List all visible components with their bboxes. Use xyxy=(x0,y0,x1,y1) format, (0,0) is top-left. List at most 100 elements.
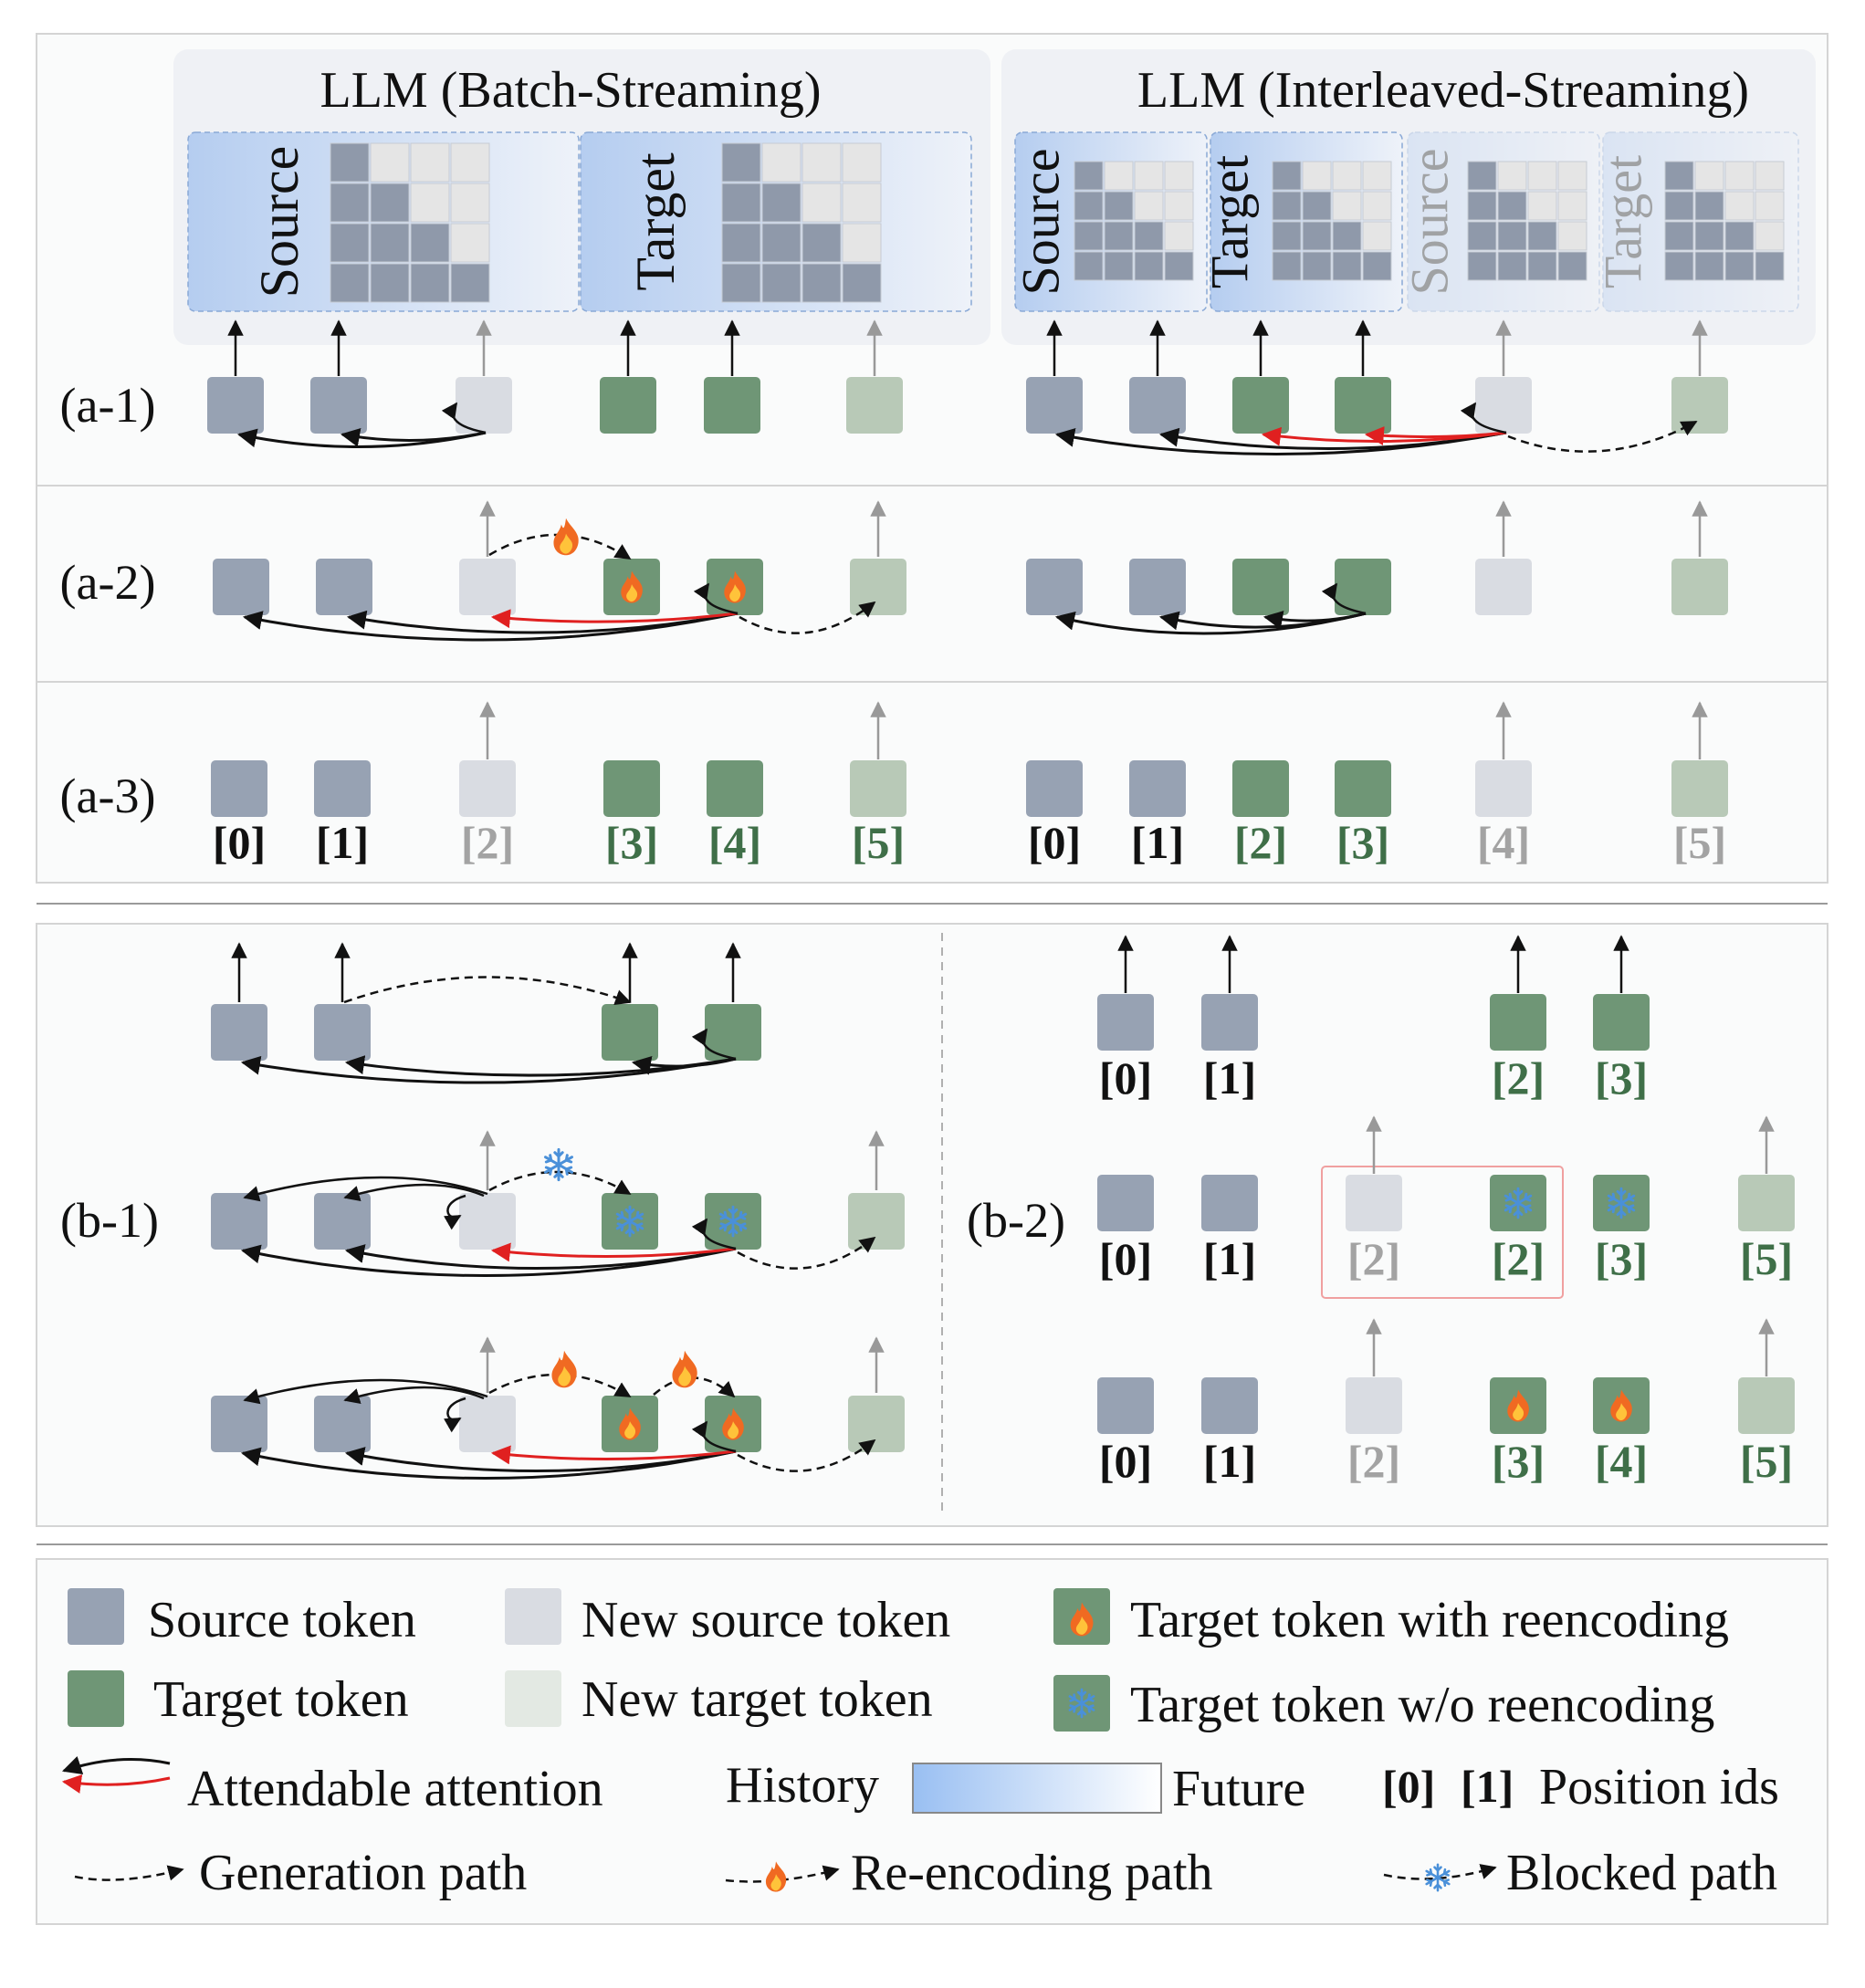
source-token xyxy=(314,1396,371,1452)
legend-new-target-label: New target token xyxy=(582,1671,933,1728)
legend-new-source-swatch xyxy=(505,1588,561,1645)
source-token xyxy=(1026,377,1083,434)
target-token xyxy=(1232,760,1289,817)
causal-mask-matrix xyxy=(721,142,882,303)
position-id: [4] xyxy=(708,817,761,868)
attention-arrow xyxy=(631,1055,737,1075)
attention-arrow xyxy=(1263,611,1367,630)
source-token xyxy=(1026,559,1083,615)
red-attention-arrow xyxy=(490,609,739,629)
new-source-token xyxy=(1346,1175,1402,1231)
position-id: [2] xyxy=(461,817,514,868)
overlay-layer: [0][1][2][3][4][5][0][1][2][3][4][5][0][… xyxy=(213,319,1793,1487)
llm-interleaved-title: LLM (Interleaved-Streaming) xyxy=(1137,62,1749,119)
causal-mask-matrix xyxy=(330,142,490,303)
new-target-token xyxy=(1671,760,1728,817)
legend-source-swatch xyxy=(68,1588,124,1645)
position-id: [1] xyxy=(1131,817,1184,868)
new-target-token xyxy=(846,377,903,434)
generation-path-arrow xyxy=(737,1236,876,1270)
target-token xyxy=(1490,1377,1546,1434)
target-token xyxy=(705,1193,761,1250)
position-id: [3] xyxy=(605,817,658,868)
legend-generation-label: Generation path xyxy=(199,1845,527,1901)
position-id: [5] xyxy=(1673,817,1726,868)
position-id: [1] xyxy=(1203,1052,1256,1104)
legend-target-label: Target token xyxy=(153,1671,409,1728)
new-source-token xyxy=(459,1396,516,1452)
position-id: [4] xyxy=(1595,1436,1648,1487)
position-id: [3] xyxy=(1595,1233,1648,1284)
attention-arrow xyxy=(346,610,739,634)
target-token xyxy=(1490,994,1546,1051)
position-id: [2] xyxy=(1492,1233,1545,1284)
causal-mask-matrix xyxy=(1664,161,1785,281)
causal-mask-matrix xyxy=(1467,161,1587,281)
target-token xyxy=(705,1004,761,1061)
position-id: [1] xyxy=(1203,1233,1256,1284)
new-target-token xyxy=(850,559,906,615)
history-future-gradient xyxy=(912,1763,1162,1814)
panel-legend xyxy=(36,1558,1828,1925)
legend-new-target-swatch xyxy=(505,1670,561,1727)
target-token xyxy=(1232,377,1289,434)
position-id: [2] xyxy=(1234,817,1287,868)
new-target-token xyxy=(848,1396,905,1452)
position-id: [0] xyxy=(213,817,266,868)
target-token xyxy=(603,559,660,615)
target-token xyxy=(603,760,660,817)
self-attention-arrow xyxy=(1460,402,1507,434)
target-token xyxy=(1335,760,1391,817)
position-id: [0] xyxy=(1099,1233,1152,1284)
llm-batch-title: LLM (Batch-Streaming) xyxy=(320,62,822,119)
row-label-a1: (a-1) xyxy=(60,378,156,433)
token-layer xyxy=(207,377,1795,1452)
new-target-token xyxy=(1671,559,1728,615)
highlight-box xyxy=(1321,1166,1564,1299)
target-token xyxy=(1593,1175,1650,1231)
source-block-label: Source xyxy=(1399,148,1459,295)
target-block-label: Target xyxy=(625,152,686,291)
legend-noreenc-label: Target token w/o reencoding xyxy=(1130,1677,1714,1733)
new-target-token xyxy=(850,760,906,817)
source-token xyxy=(1129,377,1186,434)
target-token xyxy=(602,1396,658,1452)
dashed-path-arrow xyxy=(343,976,632,1006)
causal-mask-matrix xyxy=(1272,161,1392,281)
target-token xyxy=(1490,1175,1546,1231)
position-id: [3] xyxy=(1492,1436,1545,1487)
position-id: [3] xyxy=(1595,1052,1648,1104)
attention-arrow xyxy=(344,1447,737,1473)
source-token xyxy=(1201,1175,1258,1231)
target-token xyxy=(600,377,656,434)
source-token xyxy=(1129,559,1186,615)
target-token xyxy=(705,1396,761,1452)
target-token xyxy=(1335,559,1391,615)
generation-path-arrow xyxy=(739,601,876,634)
attention-arrow xyxy=(340,427,487,447)
source-block-label: Source xyxy=(249,146,309,298)
legend-pos-example-0: [0] xyxy=(1382,1761,1435,1812)
source-block-label: Source xyxy=(1011,148,1070,295)
source-token xyxy=(1097,994,1154,1051)
source-token xyxy=(1201,1377,1258,1434)
legend-future-label: Future xyxy=(1172,1761,1305,1817)
source-token xyxy=(211,1004,267,1061)
self-attention-arrow xyxy=(691,1028,737,1061)
attention-arrow xyxy=(1158,427,1507,450)
new-source-token xyxy=(1475,559,1532,615)
causal-mask-matrix xyxy=(1074,161,1194,281)
self-attention-arrow xyxy=(691,1420,737,1453)
red-attention-arrow xyxy=(490,1445,737,1465)
target-token xyxy=(1232,559,1289,615)
new-target-token xyxy=(1738,1377,1795,1434)
new-source-token xyxy=(459,760,516,817)
new-target-token xyxy=(1738,1175,1795,1231)
self-attention-arrow xyxy=(441,402,487,434)
legend-reenc-label: Target token with reencoding xyxy=(1130,1592,1729,1648)
attention-arrow xyxy=(240,1244,737,1277)
source-token xyxy=(1129,760,1186,817)
self-attention-arrow xyxy=(693,582,739,615)
target-block-label: Target xyxy=(1593,155,1652,288)
